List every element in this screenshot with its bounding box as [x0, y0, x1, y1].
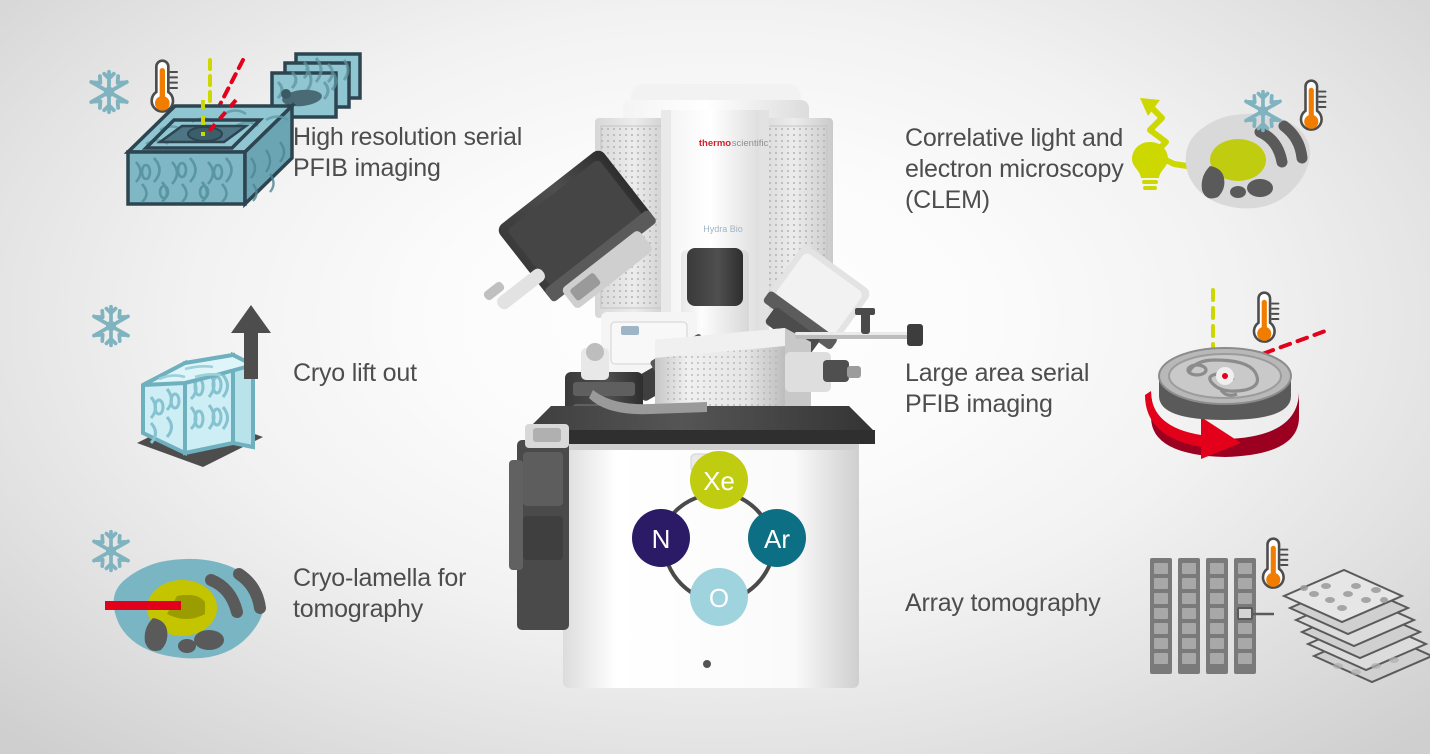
gas-symbol-xe: Xe	[703, 466, 735, 496]
section-stack-icon	[1256, 560, 1430, 690]
gas-symbol-ar: Ar	[764, 524, 790, 554]
gas-node-o: O	[690, 568, 748, 626]
thermometer-icon	[1290, 79, 1330, 134]
feature-label-high-resolution-serial-pfib-imaging: High resolution serial PFIB imaging	[293, 123, 523, 182]
squiggle-arrow-icon	[1140, 90, 1245, 175]
gas-node-xe: Xe	[690, 451, 748, 509]
feature-label-cryo-lift-out: Cryo lift out	[293, 359, 417, 387]
snowflake-icon	[1240, 88, 1286, 134]
up-arrow-icon	[230, 303, 272, 381]
cell-gray-icon	[1180, 108, 1320, 218]
thermometer-icon	[140, 59, 182, 116]
slide-rack-icon	[1150, 558, 1274, 678]
snowflake-icon	[88, 528, 134, 574]
thermometer-icon	[1243, 291, 1283, 346]
brand-scientific: scientific	[732, 138, 769, 149]
lamella-beam-icon	[105, 601, 181, 610]
snowflake-icon	[88, 303, 134, 349]
snowflake-icon	[85, 68, 133, 116]
feature-label-large-area-serial-pfib-imaging: Large area serial PFIB imaging	[905, 359, 1090, 418]
instrument-model: Hydra Bio	[703, 224, 743, 234]
gas-node-n: N	[632, 509, 690, 567]
thermometer-icon	[1252, 537, 1292, 592]
cryo-block-icon	[120, 98, 300, 225]
feature-label-cryo-lamella-for-tomography: Cryo-lamella for tomography	[293, 564, 467, 623]
feature-label-array-tomography: Array tomography	[905, 589, 1101, 617]
gas-symbol-n: N	[652, 524, 671, 554]
gas-ring: Xe Ar O N	[632, 451, 806, 626]
rotation-arrow-icon	[1145, 355, 1305, 460]
instrument-photo: thermo scientific Hydra Bio	[455, 60, 975, 700]
feature-label-correlative-light-and-electron-microscopy: Correlative light and electron microscop…	[905, 124, 1124, 214]
gas-symbol-o: O	[709, 583, 729, 613]
gas-node-ar: Ar	[748, 509, 806, 567]
sample-disc-icon	[1155, 332, 1295, 424]
cell-icon	[105, 552, 280, 667]
brand-thermo: thermo	[699, 138, 731, 149]
